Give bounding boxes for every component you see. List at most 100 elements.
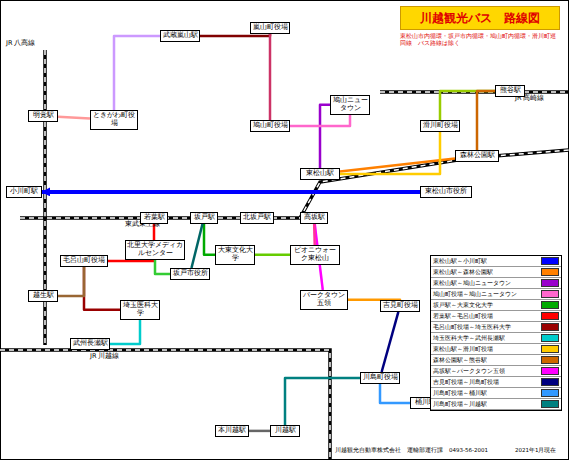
rail-track [20,150,569,218]
rail-track [0,350,330,460]
legend-swatch [541,356,559,364]
bus-route-line [440,91,495,120]
stop-name: 北里大学メディカルセンター [127,242,183,258]
legend-row: 高坂駅～パークタウン五領 [431,366,561,377]
bus-stop-box: 坂戸市役所 [170,268,210,280]
legend-swatch [541,367,559,375]
bus-route-line [200,34,270,36]
stop-name: 越生駅 [30,292,56,300]
bus-route-line [255,254,290,257]
bus-stop-box: 高坂駅 [300,212,328,224]
bus-stop-box: 北坂戸駅 [240,212,274,224]
legend-text: 東松山駅～鳩山ニュータウン [433,280,538,287]
stop-name: 埼玉医科大学 [122,302,158,318]
stop-name: 大東文化大学 [217,247,253,263]
legend-swatch [541,279,559,287]
stop-name: 吉見町役場 [382,302,418,310]
bus-stop-box: 東松山市役所 [420,186,472,198]
legend-row: 東松山駅～小川町駅 [431,256,561,267]
legend-row: 毛呂山町役場～埼玉医科大学 [431,322,561,333]
stop-name: 東松山駅 [302,170,338,178]
stop-name: 坂戸駅 [192,214,216,222]
legend-row: 川島町役場～桶川駅 [431,388,561,399]
bus-route-line [204,224,215,255]
bus-stop-box: 小川町駅 [6,186,42,198]
legend-text: 毛呂山町役場～埼玉医科大学 [433,324,538,331]
legend-row: 東松山駅～森林公園駅 [431,267,561,278]
title-box: 川越観光バス 路線図 [400,6,560,30]
bus-stop-box: パークタウン五領 [300,290,348,310]
legend-table: 東松山駅～小川町駅東松山駅～森林公園駅東松山駅～鳩山ニュータウン鳩山町役場～鳩山… [430,255,562,411]
stop-name: 武蔵嵐山駅 [162,32,198,40]
bus-route-line [320,105,330,168]
stop-name: 滑川町役場 [422,122,458,130]
stop-name: 鳩山町役場 [252,122,288,130]
bus-route-line [58,267,84,296]
legend-row: 吉見町役場～川島町役場 [431,377,561,388]
map-label: 東松山市内循環・坂戸市内循環・鳩山町内循環・滑川町巡回線 バス路線は除く [400,33,560,46]
legend-text: 坂戸駅～大東文化大学 [433,302,538,309]
bus-stop-box: ピオニウォーク東松山 [290,245,340,265]
bus-route-line [114,36,160,110]
legend-swatch [541,290,559,298]
legend-swatch [541,301,559,309]
legend-swatch [541,257,559,265]
rail-lines [0,50,569,460]
bus-stop-box: ときがわ町役場 [90,110,138,130]
stop-name: ピオニウォーク東松山 [292,247,338,263]
stop-name: 高坂駅 [302,214,326,222]
bus-stop-box: 森林公園駅 [455,150,499,162]
bus-route-line [191,224,202,268]
bus-stop-box: 埼玉医科大学 [120,300,160,320]
bus-stop-box: 鳩山町役場 [250,120,290,132]
bus-route-line [340,158,455,171]
legend-swatch [541,323,559,331]
bus-stop-box: 大東文化大学 [215,245,255,265]
legend-row: 埼玉医科大学～武州長瀬駅 [431,333,561,344]
stop-name: 東松山市役所 [422,188,470,196]
bus-route-line [477,91,495,150]
legend-text: 高坂駅～パークタウン五領 [433,368,538,375]
bus-stop-box: 坂戸駅 [190,212,218,224]
stop-name: 川越駅 [272,427,298,435]
legend-text: 川島町役場～川越駅 [433,401,538,408]
bus-stop-box: 鳩山ニュータウン [330,95,370,115]
bus-stop-box: 本川越駅 [215,425,249,437]
legend-text: 東松山駅～滑川町役場 [433,346,538,353]
rail-track-dash [20,150,569,218]
bus-route-line [340,132,440,174]
stop-name: 森林公園駅 [457,152,497,160]
bus-route-line [42,190,420,194]
legend-text: 吉見町役場～川島町役場 [433,379,538,386]
stop-name: 川島町役場 [362,374,398,382]
legend-row: 東松山駅～滑川町役場 [431,344,561,355]
bus-stop-box: 東松山駅 [300,168,340,180]
legend-row: 森林公園駅～熊谷駅 [431,355,561,366]
stop-name: 北坂戸駅 [242,214,272,222]
legend-text: 東松山駅～森林公園駅 [433,269,538,276]
bus-route-line [290,115,350,126]
legend-row: 若葉駅～毛呂山町役場 [431,311,561,322]
stop-name: パークタウン五領 [302,292,346,308]
map-label: JR 八高線 [6,40,56,48]
bus-route-line [380,384,410,403]
legend-row: 鳩山町役場～鳩山ニュータウン [431,289,561,300]
legend-text: 東松山駅～小川町駅 [433,258,538,265]
legend-swatch [541,312,559,320]
bus-route-line [313,224,316,245]
legend-text: 森林公園駅～熊谷駅 [433,357,538,364]
stop-name: 毛呂山町役場 [62,257,106,265]
legend-swatch [541,389,559,397]
legend-swatch [541,268,559,276]
bus-route-line [110,320,140,344]
legend-row: 東松山駅～鳩山ニュータウン [431,278,561,289]
bus-route-line [382,312,399,372]
map-title: 川越観光バス 路線図 [420,10,540,27]
rail-track-dash [0,350,330,460]
map-label: JR 川越線 [90,353,150,361]
stop-name: 熊谷駅 [497,87,523,95]
legend-text: 鳩山町役場～鳩山ニュータウン [433,291,538,298]
legend-text: 川島町役場～桶川駅 [433,390,538,397]
